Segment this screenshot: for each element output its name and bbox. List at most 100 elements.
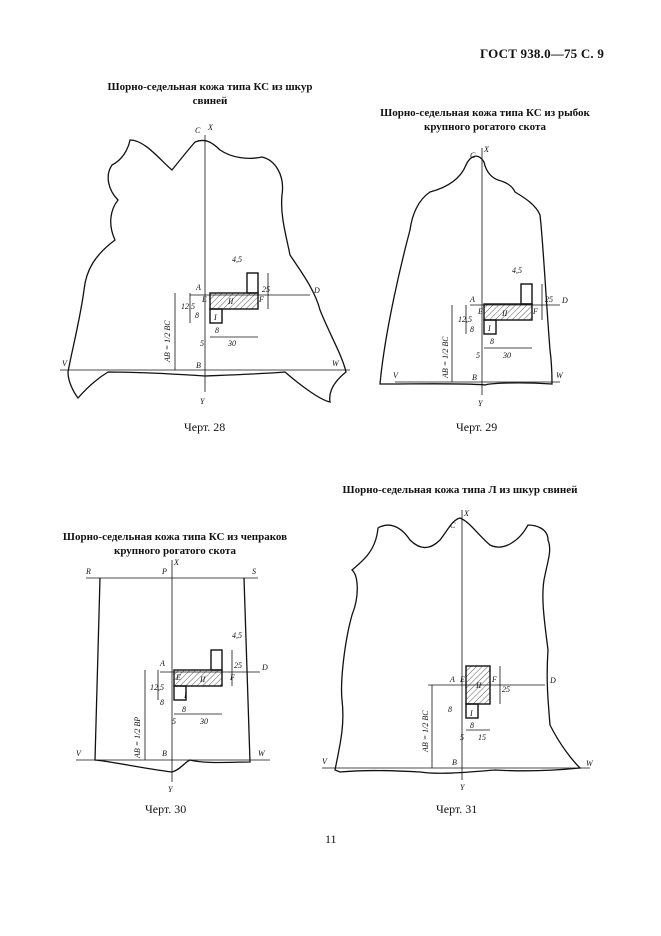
label-b-31: B <box>452 758 457 767</box>
sample-step-29 <box>520 283 533 305</box>
label-30-29: 30 <box>502 351 511 360</box>
label-25-31: 25 <box>502 685 510 694</box>
label-roman2-28: II <box>227 297 234 306</box>
label-v-29: V <box>393 371 399 380</box>
label-25-30: 25 <box>234 661 242 670</box>
label-ab-29: AB = 1/2 BC <box>441 336 450 379</box>
label-5-30: 5 <box>172 717 176 726</box>
label-b-28: B <box>196 361 201 370</box>
hide-outline-29 <box>379 155 553 386</box>
label-8h-30: 8 <box>182 705 186 714</box>
label-c-28: C <box>195 126 201 135</box>
sample-small-28 <box>209 308 223 324</box>
label-8v-31: 8 <box>448 705 452 714</box>
label-e-28: E <box>201 295 207 304</box>
label-30-28: 30 <box>227 339 236 348</box>
label-e-31: E <box>459 675 465 684</box>
caption-fig29: Шорно-седельная кожа типа КС из рыбок кр… <box>370 106 600 134</box>
label-125-30: 12,5 <box>150 683 164 692</box>
label-a-28: A <box>195 283 201 292</box>
label-a-30: A <box>159 659 165 668</box>
label-f-29: F <box>532 307 538 316</box>
label-p-30: P <box>161 567 167 576</box>
label-d-28: D <box>313 286 320 295</box>
label-r-30: R <box>85 567 91 576</box>
sample-small-30 <box>173 685 187 701</box>
label-roman1-29: I <box>487 324 491 333</box>
label-8h-31: 8 <box>470 721 474 730</box>
label-x-31: X <box>463 509 470 518</box>
label-f-28: F <box>258 295 264 304</box>
label-x-30: X <box>173 558 180 567</box>
label-roman2-31: II <box>475 681 482 690</box>
label-30-30: 30 <box>199 717 208 726</box>
label-s-30: S <box>252 567 256 576</box>
label-b-29: B <box>472 373 477 382</box>
page-header: ГОСТ 938.0—75 С. 9 <box>480 46 605 61</box>
label-15-31: 15 <box>478 733 486 742</box>
label-x-28: X <box>207 123 214 132</box>
label-ab-28: AB = 1/2 BC <box>163 320 172 363</box>
label-a-29: A <box>469 295 475 304</box>
label-5-29: 5 <box>476 351 480 360</box>
chepak-outline-30 <box>94 577 251 773</box>
label-w-30: W <box>258 749 266 758</box>
label-25-28: 25 <box>262 285 270 294</box>
page-number: 11 <box>325 832 337 846</box>
figure-label-31: Черт. 31 <box>436 802 478 816</box>
label-roman1-31: I <box>469 709 473 718</box>
label-5-28: 5 <box>200 339 204 348</box>
caption-fig28: Шорно-седельная кожа типа КС из шкур сви… <box>107 81 313 107</box>
label-y-29: Y <box>478 399 484 408</box>
label-w-28: W <box>332 359 340 368</box>
figure-label-30: Черт. 30 <box>145 802 187 816</box>
label-roman2-30: II <box>199 675 206 684</box>
label-ab-30: AB = 1/2 BP <box>133 717 142 759</box>
label-w-29: W <box>556 371 564 380</box>
label-d-31: D <box>549 676 556 685</box>
label-f-31: F <box>491 675 497 684</box>
label-y-30: Y <box>168 785 174 794</box>
label-45-29: 4,5 <box>512 266 522 275</box>
caption-fig30-line1: Шорно-седельная кожа типа КС из чепраков <box>62 531 288 543</box>
label-8v-30: 8 <box>160 698 164 707</box>
label-8h-29: 8 <box>490 337 494 346</box>
sample-step-28 <box>246 272 259 294</box>
label-125-28: 12,5 <box>181 302 195 311</box>
sample-step-30 <box>210 649 223 671</box>
label-ab-31: AB = 1/2 BC <box>421 710 430 753</box>
sample-rect-29 <box>483 303 533 321</box>
figure-label-28: Черт. 28 <box>184 420 226 434</box>
label-x-29: X <box>483 145 490 154</box>
label-v-30: V <box>76 749 82 758</box>
label-25-29: 25 <box>545 295 553 304</box>
sample-small-29 <box>483 319 497 335</box>
label-y-28: Y <box>200 397 206 406</box>
label-roman1-30: I <box>183 691 187 700</box>
hide-outline-28 <box>67 139 347 403</box>
sample-rect-30 <box>173 669 223 687</box>
label-d-30: D <box>261 663 268 672</box>
label-a-31: A <box>449 675 455 684</box>
label-45-30: 4,5 <box>232 631 242 640</box>
figure-label-29: Черт. 29 <box>456 420 498 434</box>
hide-outline-31 <box>334 517 582 774</box>
label-b-30: B <box>162 749 167 758</box>
label-8h-28: 8 <box>215 326 219 335</box>
label-5-31: 5 <box>460 733 464 742</box>
label-v-31: V <box>322 757 328 766</box>
label-e-29: E <box>477 307 483 316</box>
label-roman2-29: II <box>501 309 508 318</box>
caption-fig31: Шорно-седельная кожа типа Л из шкур свин… <box>342 484 578 496</box>
label-w-31: W <box>586 759 594 768</box>
label-125-29: 12,5 <box>458 315 472 324</box>
label-y-31: Y <box>460 783 466 792</box>
label-c-29: C <box>470 151 476 160</box>
sample-small-31 <box>465 703 479 719</box>
label-c-31: C <box>450 521 456 530</box>
caption-fig30-line2: крупного рогатого скота <box>114 545 236 557</box>
label-roman1-28: I <box>213 313 217 322</box>
label-8v-29: 8 <box>470 325 474 334</box>
label-e-30: E <box>175 673 181 682</box>
